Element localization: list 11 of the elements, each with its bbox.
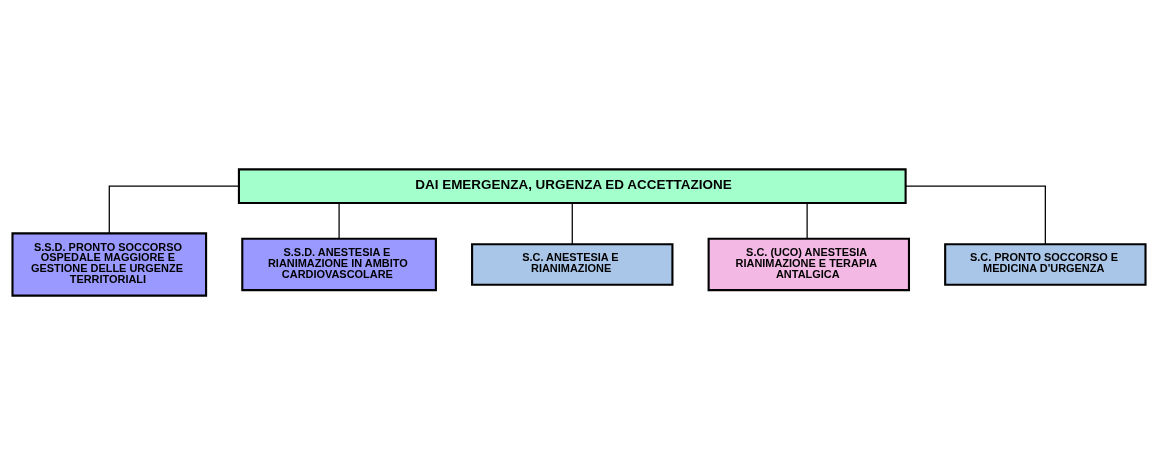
node-box: S.S.D. ANESTESIA E RIANIMAZIONE IN AMBITO CARDIOVASCOLARE <box>241 237 437 292</box>
connector <box>338 202 340 240</box>
node-box: S.C. PRONTO SOCCORSO E MEDICINA D'URGENZA <box>944 243 1147 286</box>
connector <box>108 185 240 234</box>
node-box: S.C. (UCO) ANESTESIA RIANIMAZIONE E TERAPIA ANTALGICA <box>707 237 910 292</box>
connector <box>905 185 1046 245</box>
node-box: S.S.D. PRONTO SOCCORSO OSPEDALE MAGGIORE E GESTIONE DELLE URGENZE TERRITORIALI <box>11 232 208 297</box>
connector <box>571 202 573 245</box>
node-box: S.C. ANESTESIA E RIANIMAZIONE <box>471 243 674 286</box>
node-box: DAI EMERGENZA, URGENZA ED ACCETTAZIONE <box>237 168 907 205</box>
connector <box>806 202 808 240</box>
